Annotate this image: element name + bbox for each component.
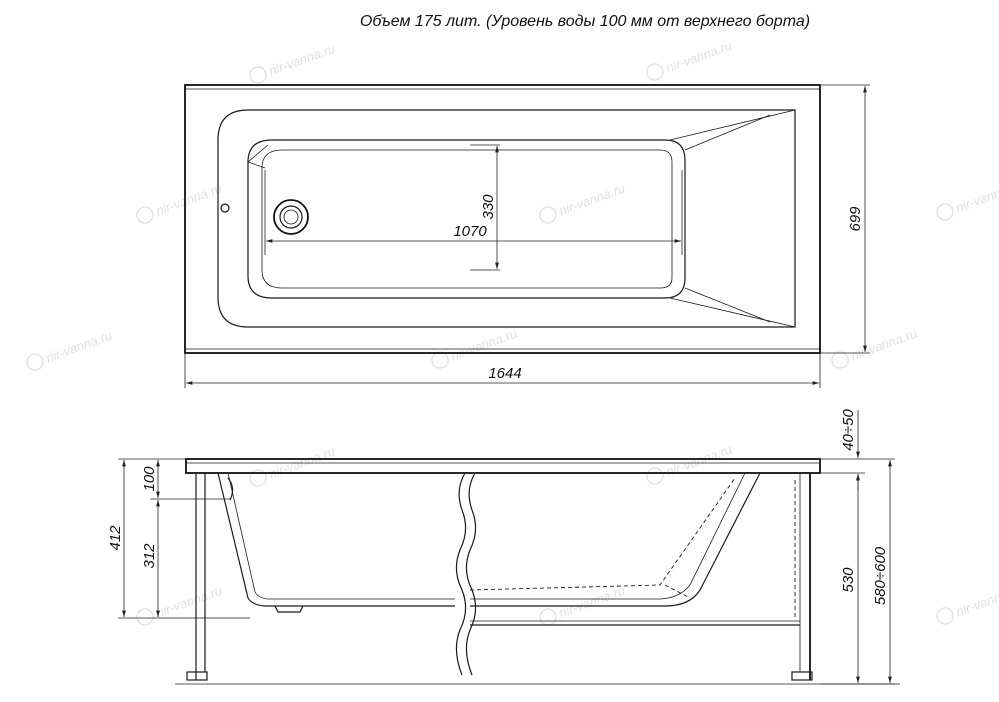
dim-inner-width: 330 <box>480 194 497 220</box>
dim-inner-length: 1070 <box>453 223 487 240</box>
dim-length: 1644 <box>488 365 521 382</box>
break-line <box>455 472 467 676</box>
drain-icon <box>273 199 309 235</box>
volume-title: Объем 175 лит. (Уровень воды 100 мм от в… <box>360 13 810 30</box>
watermark: nir-vanna.ru <box>431 326 519 369</box>
dim-water-level: 100 <box>141 466 158 492</box>
svg-text:nir-vanna.ru: nir-vanna.ru <box>954 178 999 216</box>
watermark: nir-vanna.ru <box>539 181 627 224</box>
watermark: nir-vanna.ru <box>831 326 919 369</box>
svg-text:nir-vanna.ru: nir-vanna.ru <box>267 444 337 482</box>
watermark: nir-vanna.ru <box>539 583 627 626</box>
svg-text:nir-vanna.ru: nir-vanna.ru <box>954 582 999 620</box>
svg-text:nir-vanna.ru: nir-vanna.ru <box>849 326 919 364</box>
dim-leg-height: 530 <box>840 567 857 593</box>
dim-depth: 312 <box>141 543 158 569</box>
bowl-bottom <box>247 139 686 299</box>
svg-text:nir-vanna.ru: nir-vanna.ru <box>557 583 627 621</box>
dim-total-depth: 412 <box>107 525 124 551</box>
watermark: nir-vanna.ru <box>936 582 999 625</box>
watermark: nir-vanna.ru <box>646 442 734 485</box>
overflow-hole <box>220 203 230 213</box>
watermark: nir-vanna.ru <box>249 41 337 84</box>
svg-text:nir-vanna.ru: nir-vanna.ru <box>154 181 224 219</box>
watermark: nir-vanna.ru <box>249 444 337 487</box>
watermark: nir-vanna.ru <box>26 328 114 371</box>
watermark: nir-vanna.ru <box>136 181 224 224</box>
side-view: 100 312 412 40÷50 530 580÷600 <box>107 409 900 685</box>
svg-text:nir-vanna.ru: nir-vanna.ru <box>449 326 519 364</box>
tub-body-outline <box>217 472 455 607</box>
svg-text:nir-vanna.ru: nir-vanna.ru <box>557 181 627 219</box>
tub-outer-rim <box>184 84 821 354</box>
leg-foot <box>791 671 813 681</box>
watermark: nir-vanna.ru <box>936 178 999 221</box>
svg-text:nir-vanna.ru: nir-vanna.ru <box>44 328 114 366</box>
tub-side-rim <box>185 458 821 474</box>
dim-total-height: 580÷600 <box>872 546 889 605</box>
dim-rim-gap: 40÷50 <box>840 409 857 451</box>
watermark: nir-vanna.ru <box>136 583 224 626</box>
svg-text:nir-vanna.ru: nir-vanna.ru <box>267 41 337 79</box>
top-view: 1070 330 699 1644 <box>184 84 870 388</box>
svg-text:nir-vanna.ru: nir-vanna.ru <box>664 38 734 76</box>
watermarks: nir-vanna.ru nir-vanna.ru nir-vanna.ru n… <box>26 38 999 626</box>
bowl-outline <box>217 109 796 328</box>
svg-text:nir-vanna.ru: nir-vanna.ru <box>154 583 224 621</box>
dim-width: 699 <box>847 206 864 232</box>
watermark: nir-vanna.ru <box>646 38 734 81</box>
